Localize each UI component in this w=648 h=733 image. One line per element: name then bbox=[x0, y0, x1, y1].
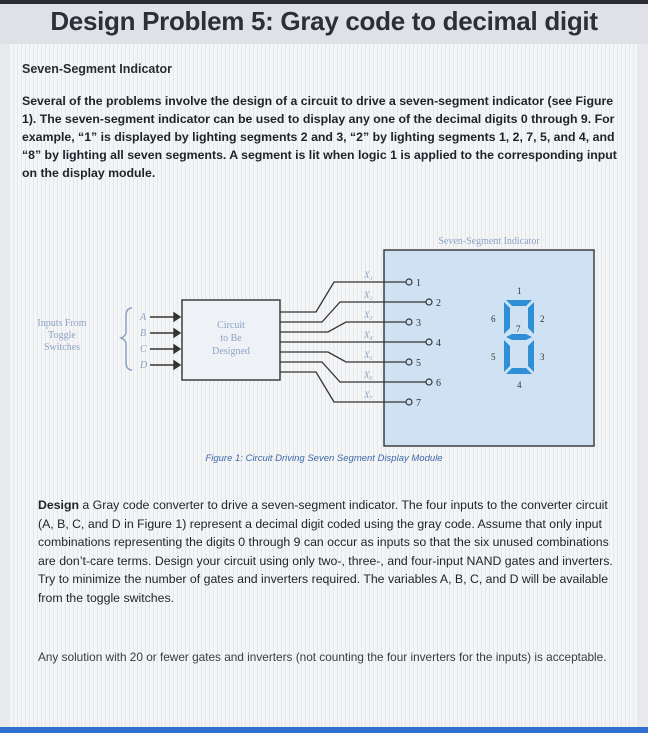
wire-label-x5: X₅ bbox=[363, 350, 373, 360]
pin-label-6: 6 bbox=[436, 378, 441, 389]
input-arrows bbox=[150, 311, 182, 371]
inputs-label-line-1: Inputs From bbox=[37, 318, 86, 329]
segment-1 bbox=[506, 300, 532, 306]
page-title: Design Problem 5: Gray code to decimal d… bbox=[0, 4, 648, 44]
segment-6 bbox=[504, 302, 510, 334]
segment-number-2: 2 bbox=[540, 314, 545, 324]
segment-number-3: 3 bbox=[540, 352, 545, 362]
inputs-label-line-3: Switches bbox=[44, 342, 80, 353]
bottom-edge-bar bbox=[0, 727, 648, 733]
wire-label-x4: X₄ bbox=[363, 330, 373, 340]
wire-label-x1: X₁ bbox=[363, 270, 373, 280]
circuit-label-line-2: to Be bbox=[220, 333, 242, 344]
top-edge-bar bbox=[0, 0, 648, 6]
seven-segment-digit bbox=[504, 300, 534, 374]
module-pins bbox=[405, 278, 433, 406]
segment-7 bbox=[506, 334, 532, 340]
segment-number-4: 4 bbox=[517, 380, 522, 390]
pin-label-3: 3 bbox=[416, 318, 421, 329]
wire-label-x2: X₂ bbox=[363, 290, 373, 300]
module-title: Seven-Segment Indicator bbox=[438, 236, 540, 247]
pin-label-4: 4 bbox=[436, 338, 441, 349]
circuit-label-line-3: Designed bbox=[212, 346, 250, 357]
input-letter-c: C bbox=[140, 344, 147, 355]
input-brace bbox=[118, 307, 133, 371]
segment-number-5: 5 bbox=[491, 352, 496, 362]
wire-label-x6: X₆ bbox=[363, 370, 373, 380]
inputs-label-line-2: Toggle bbox=[48, 330, 76, 341]
pin-label-1: 1 bbox=[416, 278, 421, 289]
input-letter-a: A bbox=[139, 312, 147, 323]
circuit-label-line-1: Circuit bbox=[217, 320, 245, 331]
figure-caption: Figure 1: Circuit Driving Seven Segment … bbox=[205, 453, 443, 464]
pin-label-2: 2 bbox=[436, 298, 441, 309]
seven-segment-module bbox=[383, 249, 595, 447]
circuit-box bbox=[181, 299, 281, 381]
input-letter-d: D bbox=[139, 360, 148, 371]
design-lead-word: Design bbox=[38, 498, 79, 512]
segment-4 bbox=[506, 368, 532, 374]
design-paragraph-text: a Gray code converter to drive a seven-s… bbox=[38, 498, 613, 605]
pin-label-7: 7 bbox=[416, 398, 421, 409]
segment-5 bbox=[504, 340, 510, 372]
wire-label-x7: X₇ bbox=[363, 390, 373, 400]
acceptance-note: Any solution with 20 or fewer gates and … bbox=[38, 650, 607, 664]
design-paragraph: Design a Gray code converter to drive a … bbox=[38, 496, 613, 608]
figure-1-diagram: Inputs From Toggle Switches A B C D Circ… bbox=[37, 236, 595, 447]
segment-number-1: 1 bbox=[517, 286, 522, 296]
segment-2 bbox=[528, 302, 534, 334]
wire-label-x3: X₃ bbox=[363, 310, 373, 320]
input-letter-b: B bbox=[140, 328, 146, 339]
segment-number-6: 6 bbox=[491, 314, 496, 324]
output-wires bbox=[280, 281, 426, 403]
segment-number-7: 7 bbox=[516, 324, 521, 334]
intro-paragraph: Several of the problems involve the desi… bbox=[22, 94, 617, 180]
section-heading: Seven-Segment Indicator bbox=[22, 62, 173, 76]
pin-label-5: 5 bbox=[416, 358, 421, 369]
segment-3 bbox=[528, 340, 534, 372]
